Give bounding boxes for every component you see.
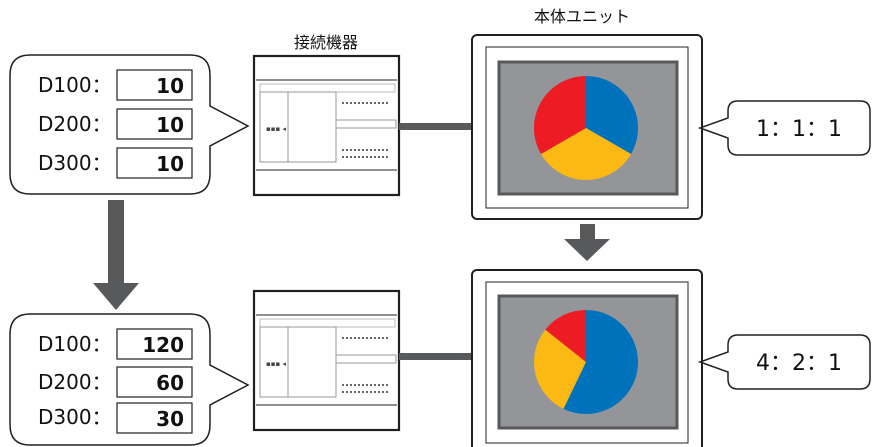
display-unit-top <box>471 34 703 220</box>
device-label: 接続機器 <box>294 33 358 52</box>
svg-text:▪▪▪ ◂: ▪▪▪ ◂ <box>266 125 286 133</box>
register-row: D300： 10 <box>38 147 193 179</box>
register-row: D200： 60 <box>38 366 193 398</box>
register-row: D300： 30 <box>38 402 193 434</box>
register-value-box <box>116 69 193 101</box>
register-label: D200： <box>38 370 112 394</box>
pie-slice <box>534 76 586 154</box>
plc-device-bottom: ▪▪▪ ◂ <box>252 289 401 432</box>
pie-slice <box>563 310 638 415</box>
down-arrow-right <box>564 224 610 261</box>
register-value-box <box>116 402 193 434</box>
register-value: 10 <box>156 74 184 98</box>
cable-bottom <box>399 353 472 360</box>
ratio-text: 1：1：1 <box>756 117 842 142</box>
pie-chart-top <box>534 76 639 180</box>
register-value: 10 <box>156 152 184 176</box>
register-value-box <box>116 328 193 360</box>
unit-label: 本体ユニット <box>534 7 630 26</box>
register-row: D100： 10 <box>38 69 193 101</box>
register-label: D200： <box>38 112 112 136</box>
register-label: D300： <box>38 151 112 175</box>
pie-chart-bottom <box>534 310 638 415</box>
plc-device-top: ▪▪▪ ◂ <box>252 54 401 197</box>
register-label: D300： <box>38 405 112 429</box>
register-value: 30 <box>156 407 184 431</box>
register-row: D100： 120 <box>38 328 193 360</box>
ratio-callout-top <box>697 100 871 156</box>
svg-text:▪▪▪ ◂: ▪▪▪ ◂ <box>266 360 286 368</box>
pie-slice <box>586 76 639 154</box>
register-value-box <box>116 366 193 398</box>
display-unit-bottom <box>471 269 703 447</box>
ratio-callout-bottom <box>697 334 871 390</box>
down-arrow-left <box>93 200 139 310</box>
register-row: D200： 10 <box>38 108 193 140</box>
register-label: D100： <box>38 73 112 97</box>
register-value: 10 <box>156 113 184 137</box>
register-label: D100： <box>38 332 112 356</box>
register-value: 120 <box>142 333 184 357</box>
pie-slice <box>534 329 586 409</box>
register-value: 60 <box>156 371 184 395</box>
ratio-text: 4：2：1 <box>756 351 842 376</box>
cable-top <box>399 123 472 130</box>
register-value-box <box>116 147 193 179</box>
pie-slice <box>545 310 586 362</box>
register-value-box <box>116 108 193 140</box>
